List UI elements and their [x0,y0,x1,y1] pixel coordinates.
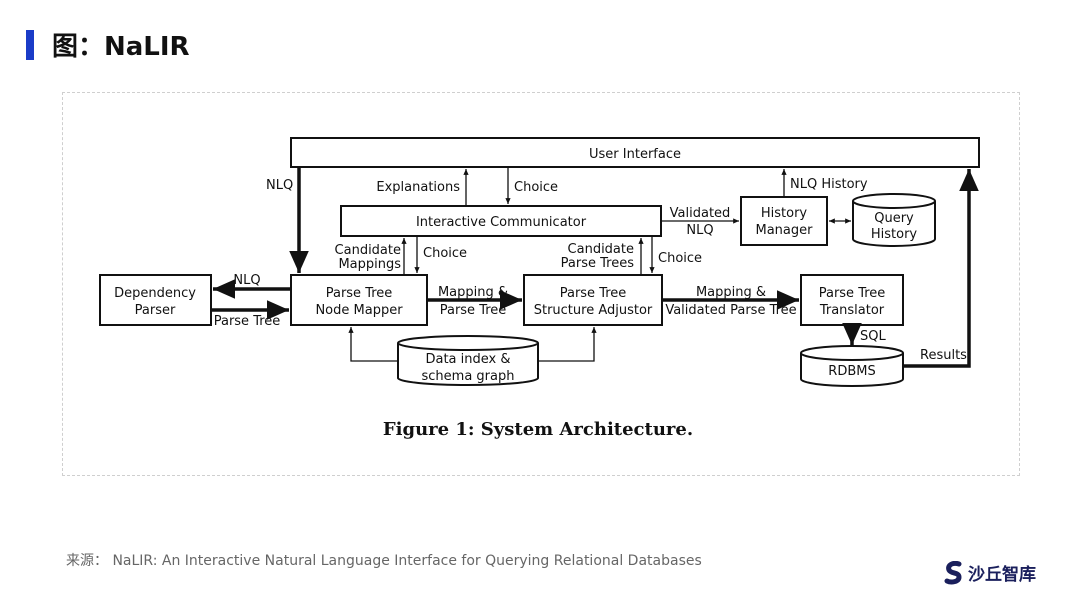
mapping-parse-tree-label-1: Mapping & [438,285,508,300]
interactive-communicator-box [340,205,662,237]
query-history-label-2: History [871,227,918,242]
interactive-communicator-label: Interactive Communicator [416,215,587,230]
nlq-left-label: NLQ [266,178,293,193]
candidate-trees-label-1: Candidate [568,242,634,257]
arrow-results [903,169,979,368]
parse-tree-dep-label: Parse Tree [214,314,281,329]
architecture-diagram: User Interface Interactive Communicator … [99,137,980,440]
candidate-trees-label-2: Parse Trees [561,256,635,271]
figure-frame: User Interface Interactive Communicator … [62,92,1020,476]
explanations-label: Explanations [376,180,460,195]
mapping-validated-label-2: Validated Parse Tree [665,303,796,318]
rdbms-cylinder [800,345,904,387]
figure-caption: Figure 1: System Architecture. [383,419,693,440]
choice-mid-label: Choice [423,246,467,261]
dependency-parser-box [99,274,212,326]
candidate-mappings-label-2: Mappings [338,257,401,272]
translator-label-1: Parse Tree [819,286,886,301]
choice-right-label: Choice [658,251,702,266]
nlq-dep-label: NLQ [233,273,260,288]
s-logo-icon [944,560,962,584]
validated-nlq-label-1: Validated [670,206,731,221]
sql-label: SQL [860,329,886,344]
candidate-mappings-label-1: Candidate [335,243,401,258]
data-index-label-1: Data index & [425,352,510,367]
structure-adjustor-label-1: Parse Tree [560,286,627,301]
node-mapper-label-2: Node Mapper [315,303,403,318]
source-citation: 来源： NaLIR: An Interactive Natural Langua… [66,553,702,569]
results-label: Results [920,348,967,363]
query-history-label-1: Query [874,211,914,226]
mapping-validated-label-1: Mapping & [696,285,766,300]
translator-box [800,274,904,326]
node-mapper-label-1: Parse Tree [326,286,393,301]
structure-adjustor-box [523,274,663,326]
data-index-label-2: schema graph [422,369,515,384]
translator-label-2: Translator [819,303,885,318]
arrow-index-to-mapper [348,327,398,362]
brand-name: 沙丘智库 [968,565,1036,585]
brand-logo: 沙丘智库 [944,560,1036,585]
user-interface-label: User Interface [589,147,681,162]
structure-adjustor-label-2: Structure Adjustor [534,303,653,318]
validated-nlq-label-2: NLQ [686,223,713,238]
page-title: 图：NaLIR [52,32,190,62]
query-history-cylinder [852,193,936,247]
dependency-parser-label-1: Dependency [114,286,196,301]
data-index-cylinder [397,335,539,386]
node-mapper-box [290,274,428,326]
arrow-index-to-adjustor [538,327,597,362]
nlq-history-label: NLQ History [790,177,868,192]
choice-top-label: Choice [514,180,558,195]
mapping-parse-tree-label-2: Parse Tree [440,303,507,318]
history-manager-label-1: History [761,206,808,221]
history-manager-label-2: Manager [756,223,814,238]
user-interface-box [290,137,980,168]
title-accent-bar [26,30,34,60]
rdbms-label: RDBMS [828,364,875,379]
dependency-parser-label-2: Parser [135,303,176,318]
